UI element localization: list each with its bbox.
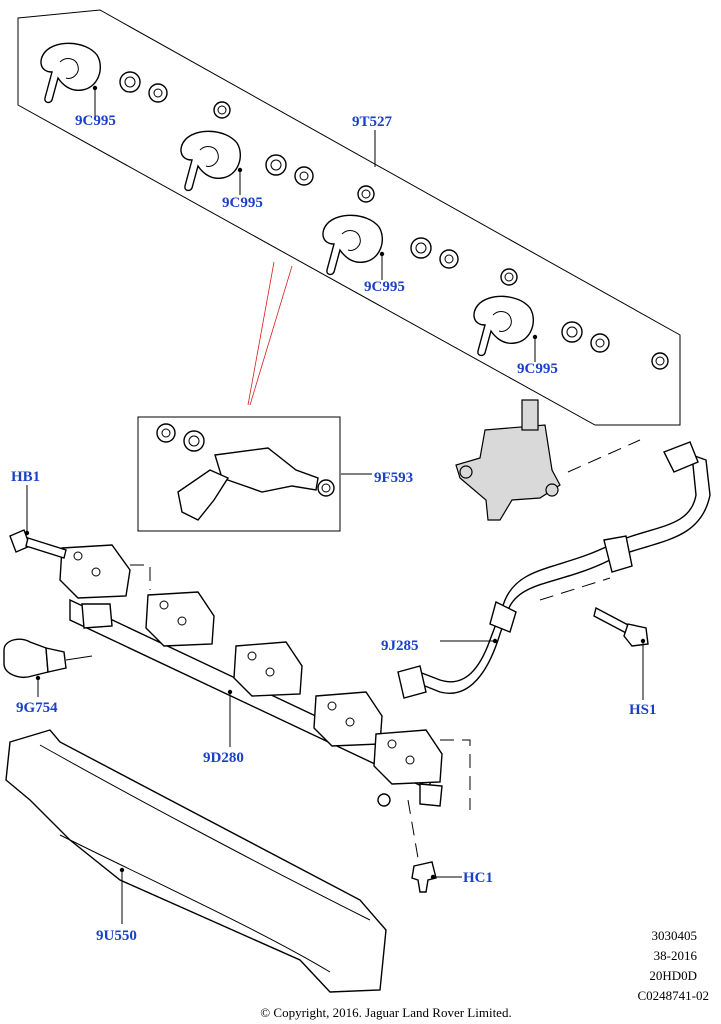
fuel-rail[interactable] bbox=[59, 544, 443, 807]
callout-9j285[interactable]: 9J285 bbox=[381, 638, 419, 654]
hs1-bolt[interactable] bbox=[593, 606, 649, 647]
callout-9f593[interactable]: 9F593 bbox=[374, 470, 413, 486]
meta-line-3: 20HD0D bbox=[649, 968, 697, 983]
callout-hc1[interactable]: HC1 bbox=[463, 870, 493, 886]
meta-line-1: 3030405 bbox=[652, 928, 698, 943]
callout-9d280[interactable]: 9D280 bbox=[203, 750, 244, 766]
injector-detail-box bbox=[137, 416, 341, 532]
injector-clip-set-2[interactable] bbox=[180, 101, 314, 192]
meta-line-2: 38-2016 bbox=[654, 948, 698, 963]
callout-9c995-4[interactable]: 9C995 bbox=[517, 361, 558, 377]
hc1-clip[interactable] bbox=[411, 861, 437, 893]
callout-hb1[interactable]: HB1 bbox=[11, 469, 40, 485]
injector-clip-set-1[interactable] bbox=[40, 42, 168, 104]
fuel-pump bbox=[455, 399, 561, 521]
injector-kit-panel bbox=[17, 9, 681, 426]
meta-line-4: C0248741-02 bbox=[638, 988, 710, 1003]
injector-clip-set-4[interactable] bbox=[473, 268, 669, 370]
callout-9c995-1[interactable]: 9C995 bbox=[75, 113, 116, 129]
injector-clip-set-3[interactable] bbox=[322, 185, 459, 276]
copyright-text: © Copyright, 2016. Jaguar Land Rover Lim… bbox=[260, 1005, 511, 1020]
callout-9g754[interactable]: 9G754 bbox=[16, 700, 58, 716]
callout-9u550[interactable]: 9U550 bbox=[96, 928, 137, 944]
fuel-pipe[interactable] bbox=[397, 441, 711, 699]
callout-hs1[interactable]: HS1 bbox=[629, 702, 657, 718]
heat-shield-cover[interactable] bbox=[5, 729, 387, 993]
callout-9c995-3[interactable]: 9C995 bbox=[364, 279, 405, 295]
hb1-bolt[interactable] bbox=[9, 529, 67, 559]
callout-9c995-2[interactable]: 9C995 bbox=[222, 195, 263, 211]
callout-9t527[interactable]: 9T527 bbox=[352, 114, 393, 130]
pressure-sensor[interactable] bbox=[3, 638, 93, 678]
